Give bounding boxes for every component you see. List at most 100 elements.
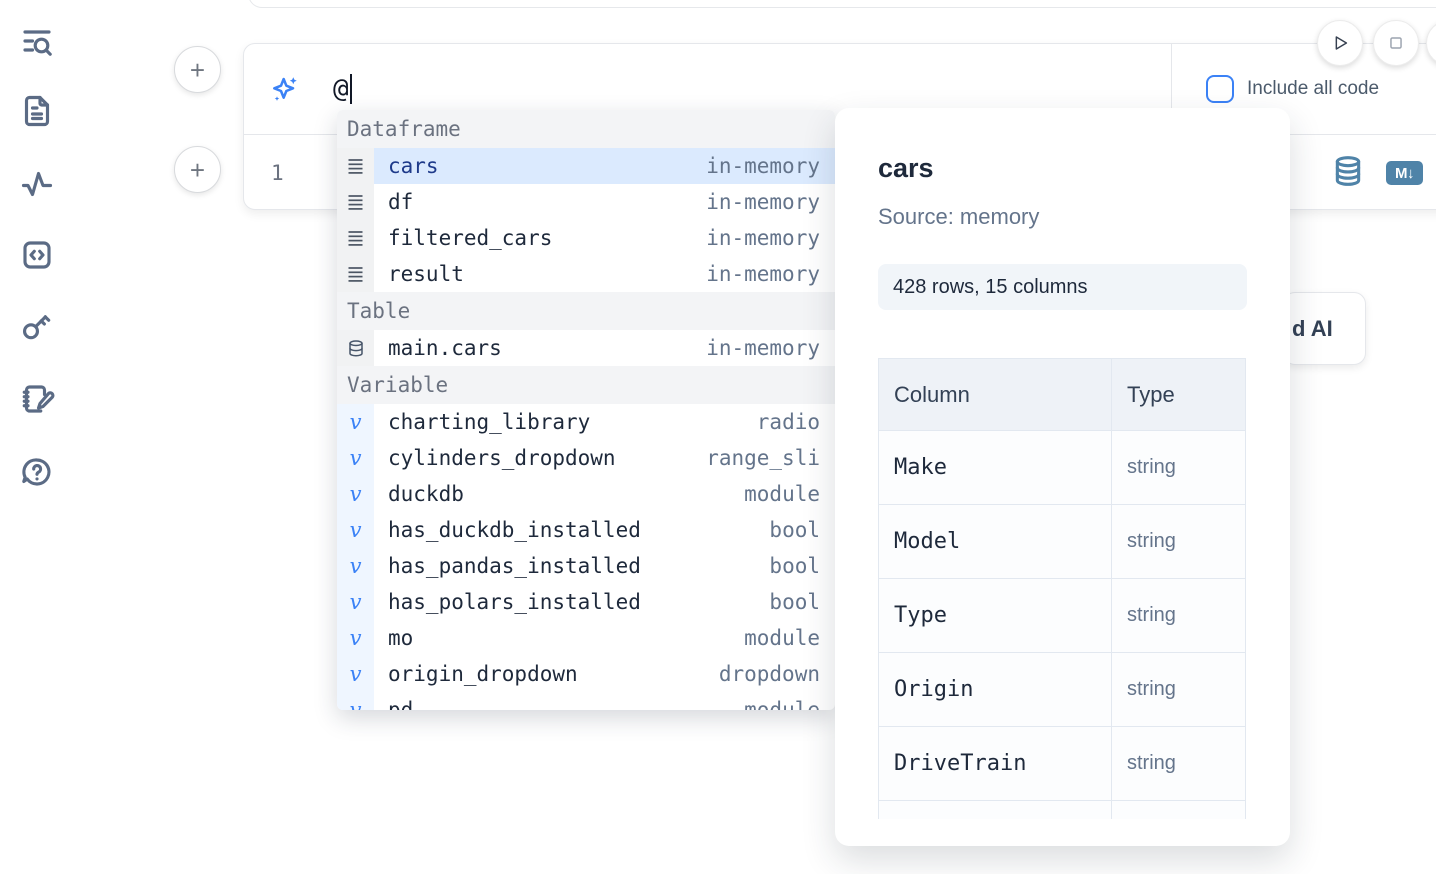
dataframe-rows-icon — [348, 158, 363, 174]
include-all-code-checkbox[interactable] — [1206, 75, 1234, 103]
schema-row: Origin string — [878, 652, 1246, 727]
autocomplete-item-name: origin_dropdown — [388, 662, 578, 686]
autocomplete-item[interactable]: v pd module — [337, 692, 835, 710]
variable-icon: v — [349, 553, 362, 578]
autocomplete-item-main: pd module — [374, 692, 835, 710]
dataframe-rows-icon — [348, 194, 363, 210]
autocomplete-item[interactable]: v filtered_cars in-memory — [337, 220, 835, 256]
autocomplete-item[interactable]: v duckdb module — [337, 476, 835, 512]
schema-column-type: string — [1111, 652, 1246, 727]
autocomplete-item[interactable]: v has_pandas_installed bool — [337, 548, 835, 584]
variable-icon: v — [349, 517, 362, 542]
autocomplete-item-name: mo — [388, 626, 414, 650]
autocomplete-item-main: result in-memory — [374, 256, 835, 292]
autocomplete-item-type: in-memory — [706, 154, 820, 178]
schema-column-name — [878, 800, 1112, 819]
autocomplete-item[interactable]: v has_polars_installed bool — [337, 584, 835, 620]
text-caret — [349, 74, 352, 104]
schema-row: DriveTrain string — [878, 726, 1246, 801]
autocomplete-item-gutter: v — [337, 620, 374, 656]
add-cell-above-button[interactable]: + — [174, 46, 221, 93]
convert-to-sql-button[interactable] — [1332, 154, 1364, 193]
sidebar-item-tracing[interactable] — [17, 165, 57, 205]
schema-row — [878, 800, 1246, 819]
ai-prompt-value: @ — [333, 74, 349, 104]
scratchpad-icon — [22, 384, 55, 413]
schema-header-column: Column — [878, 358, 1112, 431]
autocomplete-section: Dataframe — [337, 110, 835, 292]
help-chat-icon — [22, 457, 51, 486]
dataframe-rows-icon — [348, 266, 363, 282]
sidebar-item-files[interactable] — [17, 92, 57, 132]
autocomplete-item-name: cars — [388, 154, 439, 178]
autocomplete-item-main: cylinders_dropdown range_sli — [374, 440, 835, 476]
variable-icon: v — [349, 445, 362, 470]
sidebar-item-snippets[interactable] — [17, 236, 57, 276]
include-all-code-label[interactable]: Include all code — [1247, 78, 1380, 99]
stop-button[interactable] — [1373, 20, 1419, 66]
convert-to-markdown-button[interactable]: M↓ — [1386, 161, 1423, 185]
autocomplete-item[interactable]: v result in-memory — [337, 256, 835, 292]
autocomplete-item-name: charting_library — [388, 410, 591, 434]
schema-column-name: Type — [878, 578, 1112, 653]
autocomplete-item-type: module — [744, 698, 820, 710]
autocomplete-item-main: charting_library radio — [374, 404, 835, 440]
autocomplete-item-gutter: v — [337, 256, 374, 292]
autocomplete-item[interactable]: v mo module — [337, 620, 835, 656]
autocomplete-item[interactable]: v cars in-memory — [337, 148, 835, 184]
autocomplete-item-main: filtered_cars in-memory — [374, 220, 835, 256]
autocomplete-item-gutter: v — [337, 656, 374, 692]
schema-table-wrap: Column Type Make string Model string Typ… — [878, 358, 1247, 819]
schema-column-type: string — [1111, 578, 1246, 653]
sidebar — [0, 0, 74, 874]
autocomplete-item[interactable]: v cylinders_dropdown range_sli — [337, 440, 835, 476]
schema-table: Column Type Make string Model string Typ… — [878, 358, 1246, 819]
autocomplete-item-name: result — [388, 262, 464, 286]
autocomplete-item[interactable]: v origin_dropdown dropdown — [337, 656, 835, 692]
autocomplete-item-main: has_duckdb_installed bool — [374, 512, 835, 548]
schema-column-type: string — [1111, 726, 1246, 801]
schema-column-type: string — [1111, 504, 1246, 579]
run-cell-button[interactable] — [1317, 20, 1363, 66]
autocomplete-section: Table — [337, 292, 835, 366]
preview-source: Source: memory — [878, 204, 1040, 229]
variable-icon: v — [349, 661, 362, 686]
autocomplete-item-type: module — [744, 482, 820, 506]
autocomplete-item[interactable]: v charting_library radio — [337, 404, 835, 440]
autocomplete-item[interactable]: v has_duckdb_installed bool — [337, 512, 835, 548]
ai-prompt-input[interactable]: @ — [333, 44, 352, 134]
autocomplete-dropdown: Dataframe — [337, 110, 835, 710]
database-icon — [1335, 155, 1361, 186]
sidebar-item-help[interactable] — [17, 453, 57, 493]
line-number: 1 — [271, 161, 284, 185]
autocomplete-item-type: dropdown — [718, 662, 820, 686]
autocomplete-item-type: radio — [756, 410, 820, 434]
autocomplete-item-gutter: v — [337, 512, 374, 548]
generate-with-ai-button[interactable]: d AI — [1283, 292, 1366, 365]
schema-row: Model string — [878, 504, 1246, 579]
autocomplete-item-type: in-memory — [706, 190, 820, 214]
variable-icon: v — [349, 481, 362, 506]
schema-column-name: Origin — [878, 652, 1112, 727]
schema-header-type: Type — [1111, 358, 1246, 431]
autocomplete-item-gutter: v — [337, 404, 374, 440]
generate-with-ai-label: d AI — [1292, 315, 1333, 341]
autocomplete-item-name: has_duckdb_installed — [388, 518, 641, 542]
autocomplete-item-gutter: v — [337, 148, 374, 184]
autocomplete-item-gutter: v — [337, 476, 374, 512]
autocomplete-item-name: pd — [388, 698, 414, 710]
autocomplete-item[interactable]: v df in-memory — [337, 184, 835, 220]
dataframe-rows-icon — [348, 230, 363, 246]
autocomplete-section-header: Dataframe — [337, 110, 835, 148]
sidebar-item-scratchpad[interactable] — [17, 380, 57, 420]
schema-column-type — [1111, 800, 1246, 819]
ai-options: Include all code — [1171, 44, 1436, 134]
sidebar-item-secrets[interactable] — [17, 307, 57, 347]
autocomplete-item-gutter: v — [337, 220, 374, 256]
add-cell-below-button[interactable]: + — [174, 146, 221, 193]
autocomplete-item[interactable]: v main.cars in-memory — [337, 330, 835, 366]
variable-icon: v — [349, 589, 362, 614]
autocomplete-item-name: has_polars_installed — [388, 590, 641, 614]
sidebar-item-outline-search[interactable] — [17, 22, 57, 62]
stop-icon — [1390, 37, 1402, 49]
